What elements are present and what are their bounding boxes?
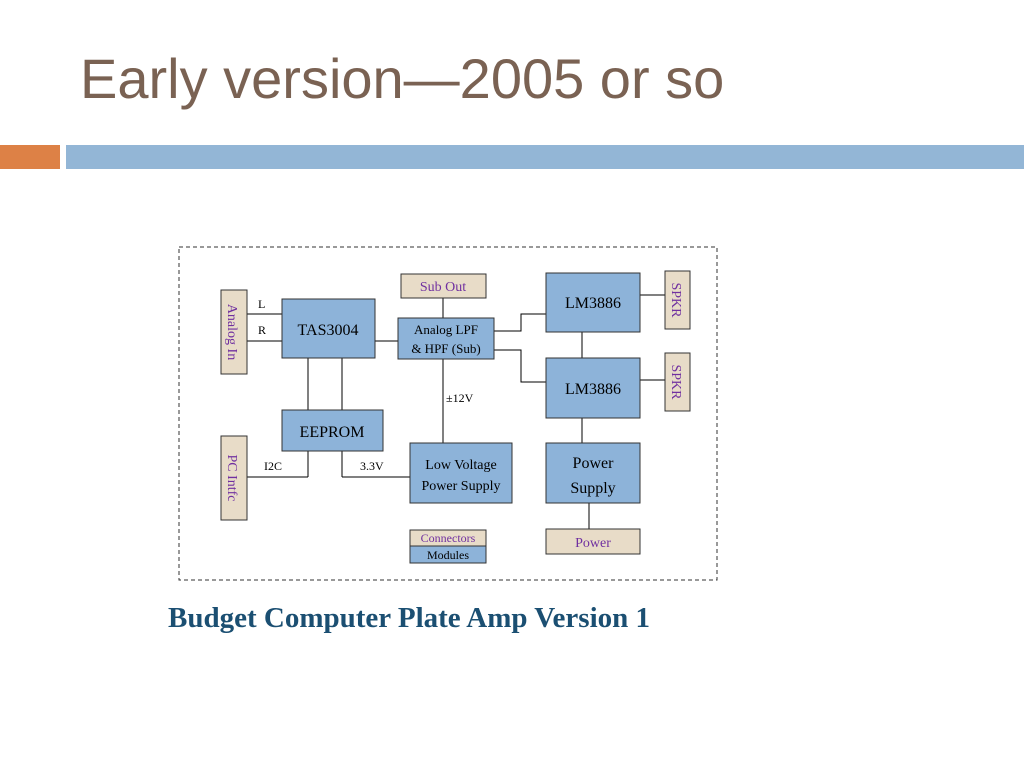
analog-filter-label-line2: & HPF (Sub): [411, 341, 480, 356]
analog-filter-block: [397, 317, 495, 360]
signal-label-right: R: [258, 323, 266, 337]
signal-label-i2c: I2C: [264, 459, 282, 473]
signal-label-12v: ±12V: [446, 391, 474, 405]
accent-bar-blue: [66, 145, 1024, 169]
pc-intfc-label: PC Intfc: [224, 454, 239, 501]
diagram-caption: Budget Computer Plate Amp Version 1: [168, 602, 651, 634]
power-supply-label-line2: Supply: [570, 480, 615, 497]
legend-modules-label: Modules: [427, 548, 469, 562]
accent-bar-orange: [0, 145, 60, 169]
analog-filter-label-line1: Analog LPF: [414, 322, 478, 337]
analog-in-connector: [220, 289, 248, 375]
lm3886-bottom-block: [545, 357, 641, 419]
low-voltage-supply-block: [409, 442, 513, 504]
slide-title: Early version—2005 or so: [80, 47, 725, 110]
low-voltage-label-line2: Power Supply: [422, 479, 501, 494]
wires: [247, 294, 665, 529]
legend-modules-swatch: [409, 545, 487, 564]
spkr-top-connector: [664, 270, 691, 330]
spkr-bottom-label: SPKR: [668, 364, 683, 400]
tas3004-label: TAS3004: [298, 322, 359, 339]
signal-label-left: L: [258, 297, 265, 311]
analog-in-label: Analog In: [224, 304, 239, 360]
spkr-bottom-connector: [664, 352, 691, 412]
lm3886-bottom-label: LM3886: [565, 381, 621, 398]
power-supply-label-line1: Power: [573, 455, 615, 472]
sub-out-label: Sub Out: [420, 280, 466, 295]
tas3004-block: [281, 298, 376, 359]
lm3886-top-block: [545, 272, 641, 333]
eeprom-block: [281, 409, 384, 452]
legend-connectors-label: Connectors: [421, 531, 476, 545]
spkr-top-label: SPKR: [668, 282, 683, 318]
sub-out-connector: [400, 273, 487, 299]
power-connector: [545, 528, 641, 555]
power-supply-block: [545, 442, 641, 504]
pc-intfc-connector: [220, 435, 248, 521]
diagram-frame: [178, 246, 718, 581]
lm3886-top-label: LM3886: [565, 295, 621, 312]
power-label: Power: [575, 536, 611, 551]
signal-label-3v3: 3.3V: [360, 459, 384, 473]
eeprom-label: EEPROM: [300, 424, 365, 441]
low-voltage-label-line1: Low Voltage: [425, 458, 496, 473]
